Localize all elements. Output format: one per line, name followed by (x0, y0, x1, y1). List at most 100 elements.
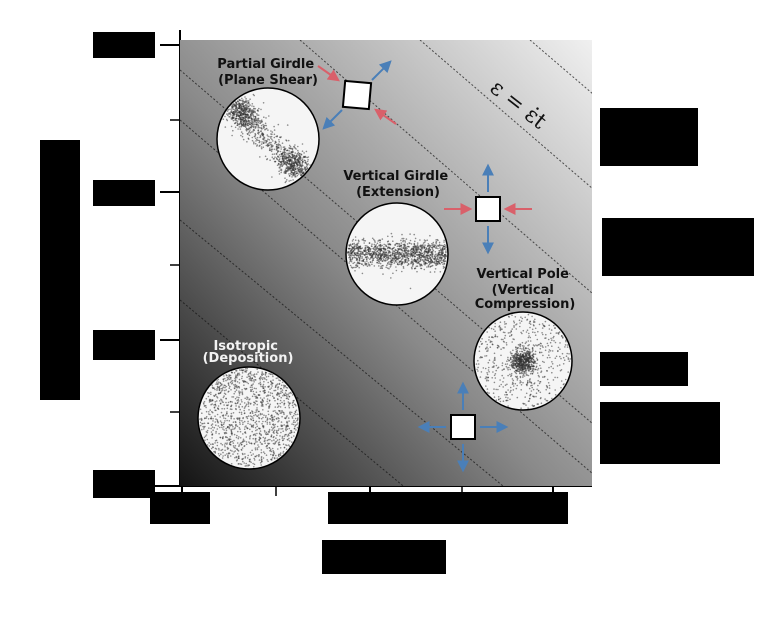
fabric-point (237, 437, 240, 440)
fabric-point (245, 403, 248, 406)
fabric-point (536, 338, 539, 341)
fabric-point (432, 246, 434, 248)
fabric-point (439, 259, 441, 262)
fabric-point (379, 262, 382, 265)
fabric-point (280, 428, 282, 430)
fabric-point (356, 265, 359, 267)
fabric-point (247, 132, 250, 134)
fabric-point (374, 255, 377, 257)
fabric-point (233, 433, 236, 436)
fabric-point (551, 363, 554, 365)
fabric-point (267, 138, 269, 140)
fabric-point (424, 240, 427, 242)
fabric-point (525, 331, 528, 333)
fabric-point (515, 369, 518, 372)
fabric-point (529, 340, 532, 342)
fabric-point (210, 417, 212, 420)
fabric-point (557, 346, 560, 349)
fabric-point (220, 453, 222, 456)
fabric-point (257, 117, 260, 120)
fabric-point (239, 114, 241, 117)
fabric-point (201, 428, 203, 431)
fabric-point (439, 256, 442, 258)
fabric-point (220, 398, 222, 401)
fabric-point (355, 264, 358, 266)
fabric-point (300, 157, 302, 159)
fabric-point (288, 395, 291, 398)
fabric-point (376, 250, 378, 253)
fabric-point (374, 253, 377, 256)
fabric-point (225, 414, 227, 416)
fabric-point (292, 164, 295, 167)
fabric-point (230, 424, 233, 426)
fabric-point (285, 444, 287, 446)
fabric-point (207, 422, 209, 425)
fabric-point (435, 260, 438, 263)
fabric-point (240, 411, 243, 414)
fabric-point (262, 373, 265, 376)
fabric-point (291, 158, 293, 160)
fabric-point (531, 357, 534, 360)
fabric-point (280, 421, 283, 423)
fabric-point (288, 437, 290, 440)
fabric-point (229, 449, 232, 452)
fabric-point (236, 123, 239, 125)
fabric-point (268, 115, 270, 117)
fabric-point (371, 243, 373, 245)
fabric-point (479, 376, 482, 378)
fabric-point (524, 352, 526, 354)
fabric-point (443, 262, 446, 265)
fabric-point (487, 376, 490, 379)
fabric-point (538, 376, 540, 378)
fabric-point (261, 423, 263, 425)
fabric-point (439, 248, 442, 251)
fabric-point (557, 350, 559, 352)
fabric-point (540, 397, 542, 399)
fabric-point (347, 252, 349, 254)
fabric-point (556, 365, 559, 367)
fabric-point (533, 396, 535, 398)
fabric-point (551, 361, 553, 363)
fabric-point (373, 246, 376, 249)
fabric-point (503, 368, 506, 370)
fabric-point (527, 340, 530, 342)
fabric-point (278, 393, 280, 396)
fabric-point (212, 446, 214, 449)
fabric-point (205, 434, 208, 436)
fabric-point (270, 130, 272, 132)
fabric-point (507, 358, 509, 361)
fabric-point (240, 391, 242, 393)
fabric-point (384, 247, 386, 250)
fabric-point (501, 374, 504, 377)
fabric-point (511, 381, 514, 384)
fabric-point (238, 421, 241, 424)
fabric-point (440, 254, 443, 256)
fabric-point (223, 444, 226, 446)
fabric-point (350, 244, 352, 247)
fabric-point (415, 249, 418, 251)
fabric-point (249, 451, 252, 454)
fabric-point (295, 429, 297, 431)
fabric-point (252, 383, 254, 385)
fabric-point (234, 456, 236, 459)
fabric-point (358, 256, 361, 259)
fabric-point (227, 114, 229, 117)
fabric-point (249, 129, 251, 131)
fabric-point (417, 259, 420, 261)
fabric-point (297, 152, 299, 155)
fabric-point (286, 393, 288, 396)
fabric-point (423, 256, 426, 259)
fabric-point (554, 376, 556, 379)
fabric-point (221, 401, 223, 403)
fabric-point (300, 171, 303, 173)
fabric-point (500, 328, 502, 330)
fabric-point (233, 105, 235, 108)
fabric-point (398, 247, 401, 250)
fabric-point (248, 134, 251, 137)
fabric-point (218, 447, 220, 450)
fabric-point (248, 121, 250, 123)
fabric-point (286, 124, 289, 126)
fabric-point (521, 354, 524, 356)
fabric-point (398, 261, 400, 264)
fabric-point (352, 250, 355, 252)
